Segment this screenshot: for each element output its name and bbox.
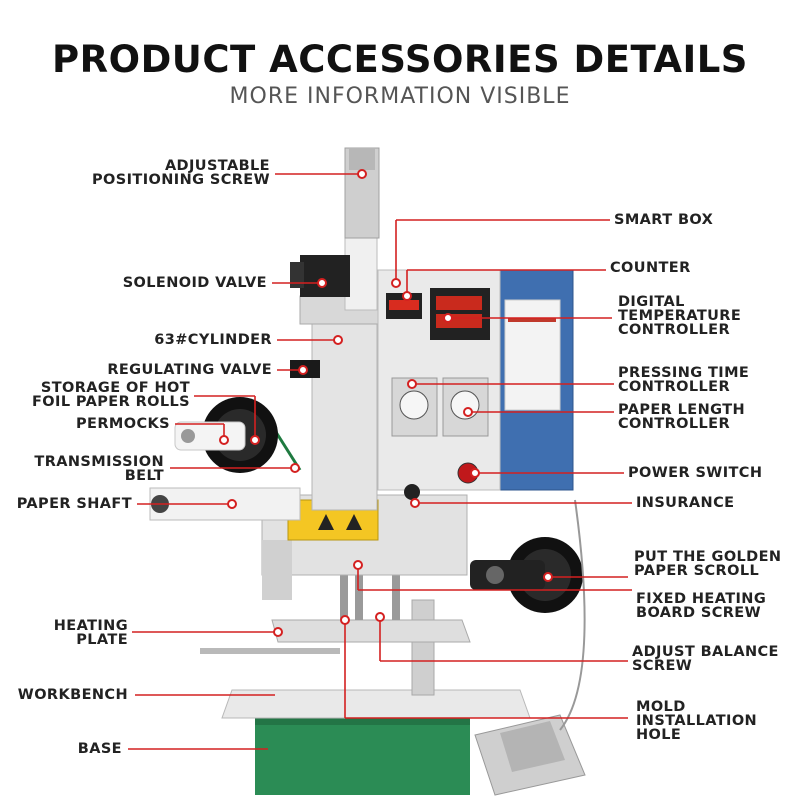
- label-permocks: PERMOCKS: [76, 416, 170, 432]
- machine-base: [255, 715, 470, 795]
- label-storage-hot-foil: STORAGE OF HOT FOIL PAPER ROLLS: [32, 380, 190, 410]
- label-transmission-belt: TRANSMISSION BELT: [34, 454, 164, 484]
- label-fixed-heating-board-screw: FIXED HEATING BOARD SCREW: [636, 591, 767, 621]
- label-base: BASE: [77, 741, 122, 757]
- label-golden-paper-scroll: PUT THE GOLDEN PAPER SCROLL: [634, 549, 782, 579]
- label-adjust-balance-screw: ADJUST BALANCE SCREW: [632, 644, 779, 674]
- label-digital-temperature-controller: DIGITAL TEMPERATURE CONTROLLER: [618, 294, 742, 338]
- label-insurance: INSURANCE: [636, 495, 735, 511]
- machine-solenoid-valve: [300, 255, 350, 297]
- label-solenoid-valve: SOLENOID VALVE: [122, 275, 267, 291]
- label-regulating-valve: REGULATING VALVE: [107, 362, 272, 378]
- label-counter: COUNTER: [610, 260, 691, 276]
- label-pressing-time-controller: PRESSING TIME CONTROLLER: [618, 365, 750, 395]
- label-heating-plate: HEATING PLATE: [53, 618, 128, 648]
- label-adjustable-positioning-screw: ADJUSTABLE POSITIONING SCREW: [92, 158, 270, 188]
- machine-insurance: [404, 484, 420, 500]
- label-paper-length-controller: PAPER LENGTH CONTROLLER: [618, 402, 746, 432]
- label-workbench: WORKBENCH: [17, 687, 128, 703]
- label-mold-installation-hole: MOLD INSTALLATION HOLE: [636, 699, 758, 743]
- label-power-switch: POWER SWITCH: [628, 465, 763, 481]
- label-paper-shaft: PAPER SHAFT: [16, 496, 132, 512]
- label-cylinder: 63#CYLINDER: [154, 332, 272, 348]
- label-smart-box: SMART BOX: [614, 212, 714, 228]
- page-title: PRODUCT ACCESSORIES DETAILS: [52, 38, 748, 81]
- machine-cylinder: [311, 319, 378, 511]
- page-subtitle: MORE INFORMATION VISIBLE: [229, 84, 571, 109]
